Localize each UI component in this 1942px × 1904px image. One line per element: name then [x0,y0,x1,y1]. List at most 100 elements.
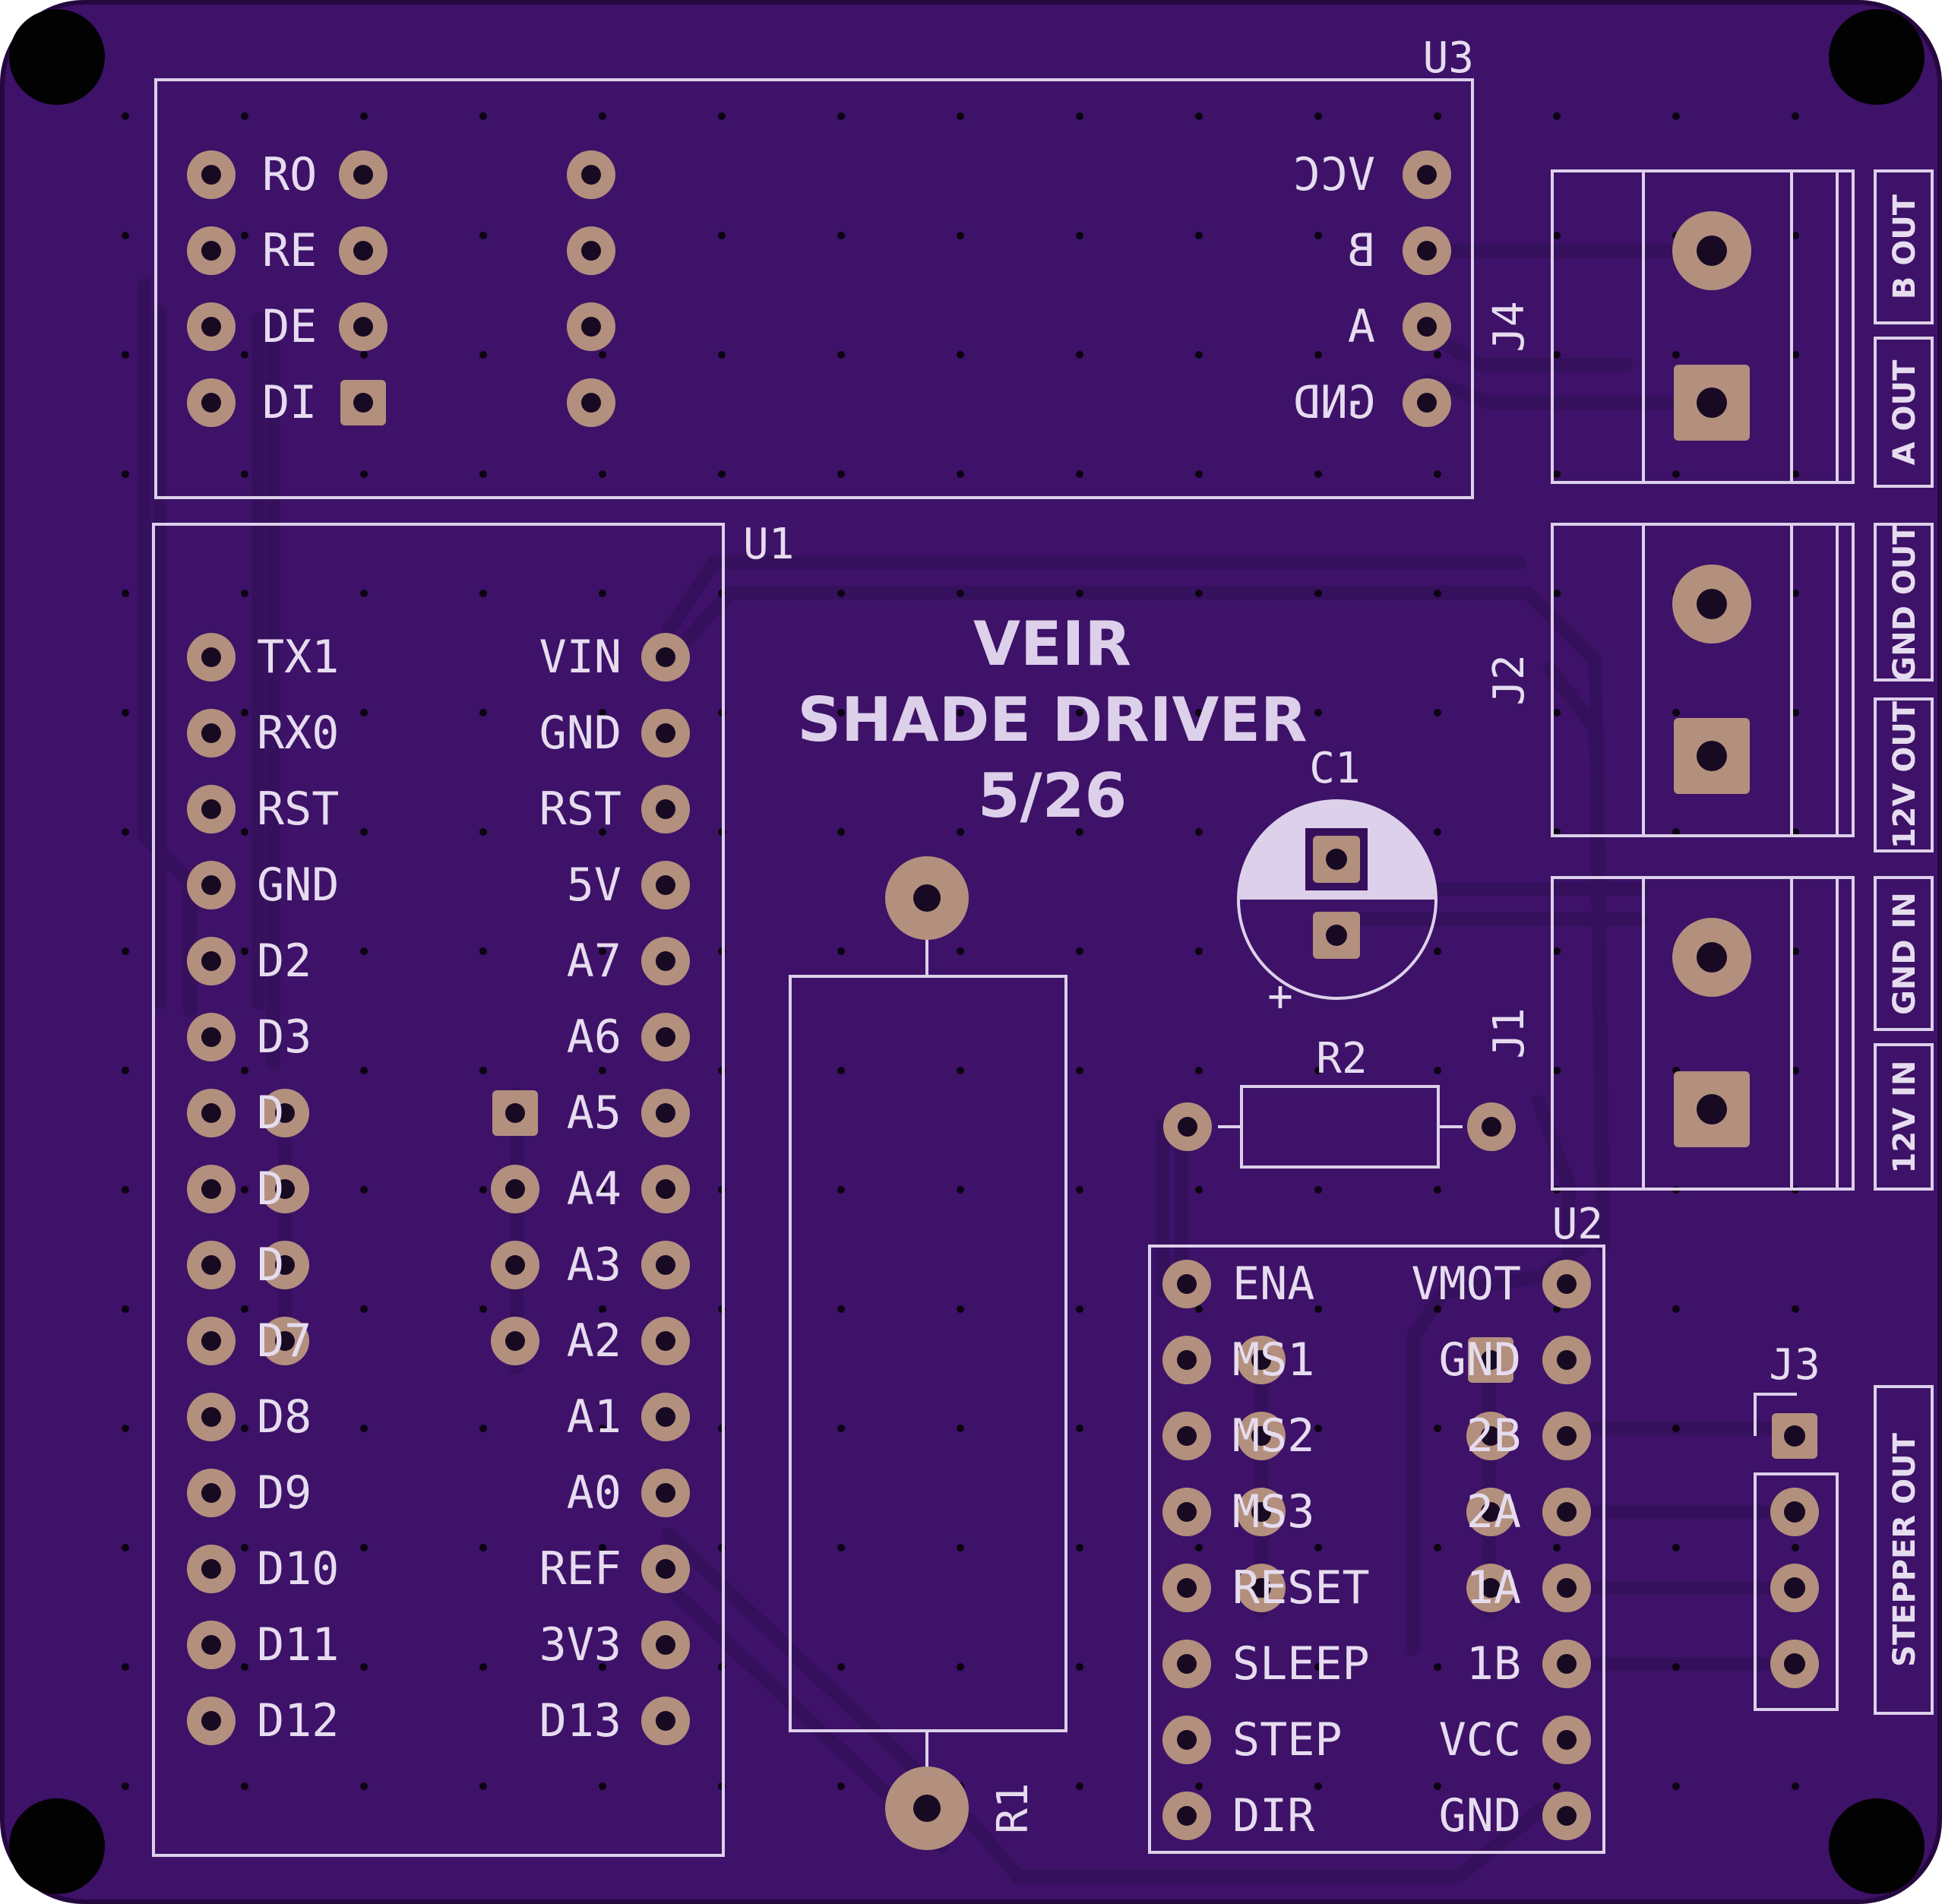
u2-pin-right [1542,1336,1591,1384]
u1-inner-left-pad [261,1165,309,1213]
via [1553,1305,1561,1313]
u1-left-label: RST [257,783,339,836]
via [122,1663,129,1671]
u1-pin-left [187,1545,236,1593]
via [1672,1305,1680,1313]
via [1672,828,1680,836]
via [241,828,248,836]
via [957,1186,964,1194]
via [1553,232,1561,239]
u2-right-label: VCC [1439,1713,1521,1766]
u2-inner-left-pad [1237,1336,1286,1384]
u1-pin-left [187,633,236,682]
via [1195,1186,1203,1194]
via [1672,112,1680,120]
u2-inner-right-pad [1466,1564,1515,1612]
via [122,947,129,955]
u2-inner-right-pad [1466,1488,1515,1536]
j1-ref: J1 [1485,1007,1534,1058]
u2-right-label: 1A [1466,1561,1521,1615]
via [1314,1186,1322,1194]
via [837,1782,845,1790]
u2-pin-right [1542,1564,1591,1612]
via [1792,112,1799,120]
via [1076,232,1083,239]
u1-outline [152,523,725,1857]
via [241,590,248,597]
r1-pad-bottom [885,1766,969,1850]
j4-ref: J4 [1485,301,1534,352]
via [1195,1544,1203,1551]
c1-pads [1305,828,1368,959]
u1-left-label: D [257,1162,284,1216]
u3-right-label: B [1348,224,1375,277]
u1-pin-right [641,709,690,757]
u3-pin-mid [567,150,615,199]
label-gnd-in: GND IN [1887,892,1922,1015]
via [837,590,845,597]
label-a-out: A OUT [1887,359,1922,465]
u2-right-label: GND [1439,1333,1521,1387]
u2-pin-right [1542,1640,1591,1688]
u1-pin-right [641,1545,690,1593]
board-title-line-2: SHADE DRIVER [797,685,1307,755]
u1-ref: U1 [743,520,794,569]
via [599,1663,606,1671]
via [1314,1067,1322,1074]
mounting-hole-bottom-left [9,1798,105,1894]
via [599,709,606,716]
via [241,1067,248,1074]
u1-left-label: TX1 [257,631,339,684]
pads [187,150,1819,1850]
via [957,1544,964,1551]
via [1553,1782,1561,1790]
via [1195,470,1203,478]
via [1195,828,1203,836]
u2-inner-left-pad [1237,1488,1286,1536]
u1-right-label: A5 [567,1086,622,1140]
u2-pin-left [1162,1412,1211,1460]
u3-pin-inner [339,302,387,351]
u2-right-label: VMOT [1412,1257,1522,1311]
via [122,1305,129,1313]
via [599,590,606,597]
u1-right-label: A7 [567,935,622,988]
j1-outline [1551,876,1855,1191]
u1-right-label: 3V3 [539,1618,622,1672]
via [1434,112,1441,120]
u1-pin-left [187,709,236,757]
via [1792,947,1799,955]
u1-pin-left [187,1317,236,1365]
u1-pin-right [641,633,690,682]
u1-pin-right [641,861,690,909]
via [479,1067,487,1074]
u2-outline [1148,1245,1605,1854]
u1-right-label: A0 [567,1466,622,1520]
via [479,1425,487,1432]
via [599,351,606,359]
u1-left-label: GND [257,859,339,912]
via [957,1663,964,1671]
via [1314,709,1322,716]
via [718,232,726,239]
j3-pin1-square [1772,1413,1817,1459]
via [1553,1067,1561,1074]
via [241,351,248,359]
via [122,1782,129,1790]
via [1792,709,1799,716]
label-12v-in: 12V IN [1887,1061,1922,1174]
via [837,1067,845,1074]
u2-pin-left [1162,1336,1211,1384]
via [1314,1425,1322,1432]
via [1314,1544,1322,1551]
via [122,1425,129,1432]
j3-pin [1770,1640,1819,1688]
via [1672,470,1680,478]
j3-outline [1754,1472,1839,1711]
via [360,112,368,120]
u1-pin-right [641,1697,690,1745]
u2-pin-left [1162,1716,1211,1764]
via [1076,1425,1083,1432]
u1-left-label: D7 [257,1314,312,1368]
via [1792,828,1799,836]
